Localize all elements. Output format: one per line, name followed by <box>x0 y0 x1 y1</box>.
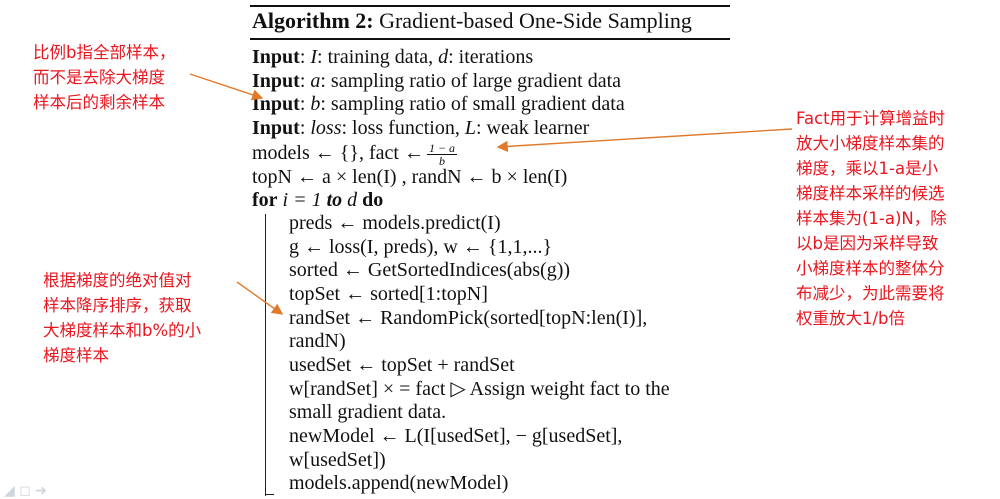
algorithm-title-text: Gradient-based One-Side Sampling <box>379 8 692 33</box>
arrow-fact <box>496 128 793 152</box>
body-line-9: small gradient data. <box>289 401 447 423</box>
body-line-8: w[randSet] × = fact ▷ Assign weight fact… <box>289 378 670 400</box>
title-rule-bottom <box>250 38 730 40</box>
for-line: for i = 1 to d do <box>252 189 384 211</box>
algorithm-title-prefix: Algorithm 2: <box>252 8 374 33</box>
title-rule-top <box>250 5 730 7</box>
annotation-ratio-b: 比例b指全部样本，而不是去除大梯度样本后的剩余样本 <box>33 43 176 112</box>
input-line-2: Input: a: sampling ratio of large gradie… <box>252 70 622 92</box>
arrow-sorting <box>236 281 284 315</box>
body-line-7: usedSet ← topSet + randSet <box>289 354 515 376</box>
annotation-fact: Fact用于计算增益时放大小梯度样本集的梯度，乘以1-a是小梯度样本采样的候选样… <box>796 109 947 328</box>
body-line-12: models.append(newModel) <box>289 472 509 494</box>
input-line-3: Input: b: sampling ratio of small gradie… <box>252 93 625 115</box>
annotation-sorting: 根据梯度的绝对值对样本降序排序，获取大梯度样本和b%的小梯度样本 <box>43 271 202 365</box>
input-line-4: Input: loss: loss function, L: weak lear… <box>252 117 590 139</box>
input-line-1: Input: I: training data, d: iterations <box>252 46 534 68</box>
body-line-3: sorted ← GetSortedIndices(abs(g)) <box>289 259 571 281</box>
body-line-1: preds ← models.predict(I) <box>289 212 501 234</box>
body-line-4: topSet ← sorted[1:topN] <box>289 283 488 305</box>
topn-line: topN ← a × len(I) , randN ← b × len(I) <box>252 166 568 188</box>
arrow-ratio-b <box>189 73 264 101</box>
algorithm-title: Algorithm 2: Gradient-based One-Side Sam… <box>252 8 692 34</box>
toolbar-icons[interactable]: ◢ ◻ ➜ <box>4 483 48 499</box>
body-line-11: w[usedSet]) <box>289 449 386 471</box>
body-line-6: randN) <box>289 330 346 352</box>
loop-bracket <box>265 214 267 496</box>
body-line-5: randSet ← RandomPick(sorted[topN:len(I)]… <box>289 307 648 329</box>
body-line-2: g ← loss(I, preds), w ← {1,1,...} <box>289 236 553 258</box>
body-line-10: newModel ← L(I[usedSet], − g[usedSet], <box>289 425 623 447</box>
loop-bracket-end <box>265 494 274 496</box>
